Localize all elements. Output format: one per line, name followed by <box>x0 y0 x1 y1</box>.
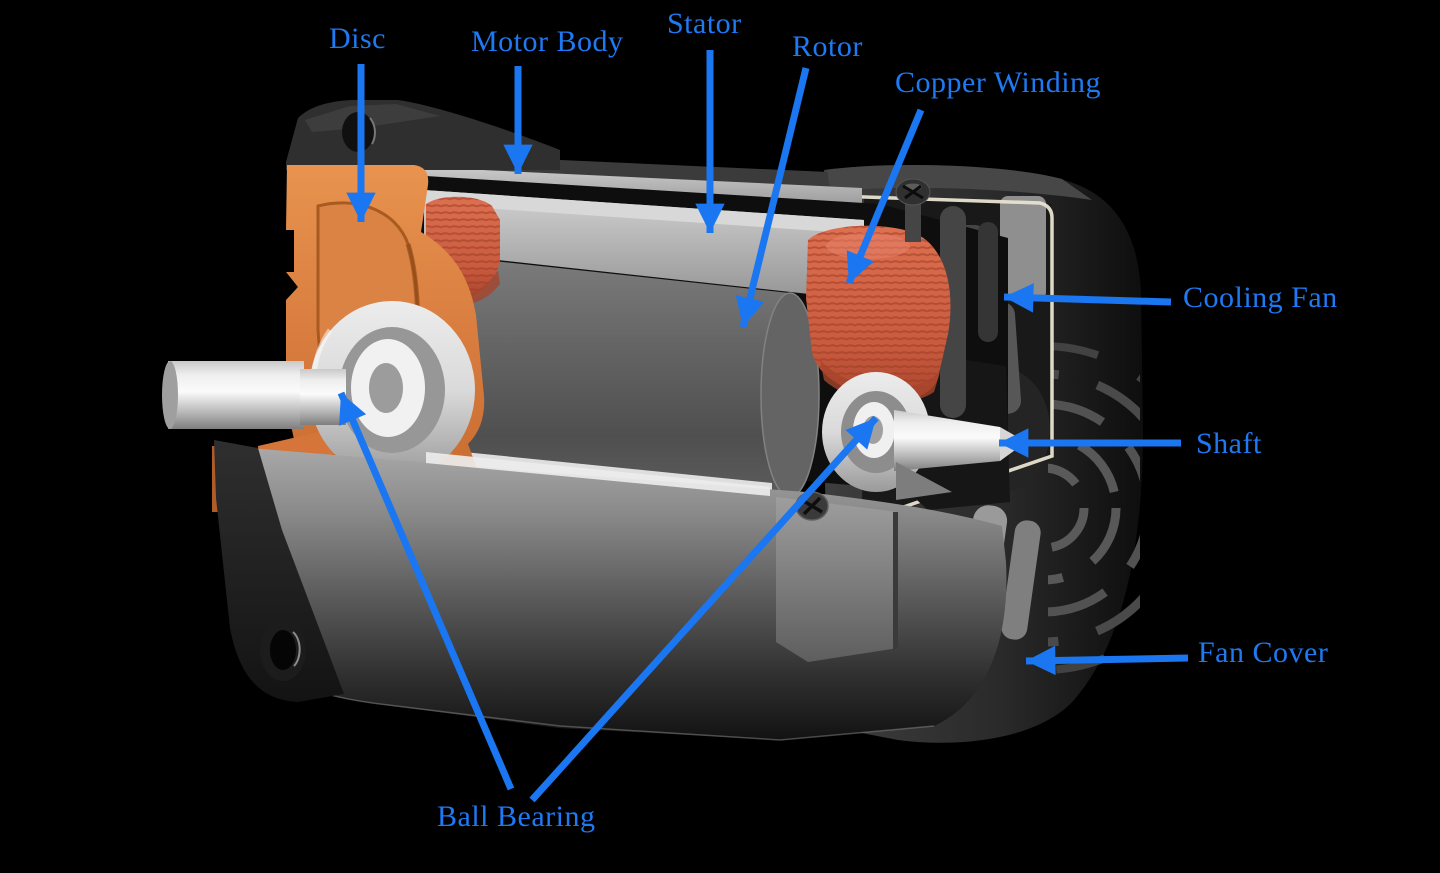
annotation-arrows <box>337 50 1189 803</box>
cooling-fan-arrow <box>1003 283 1172 313</box>
fan-cover-cut-edge <box>835 194 1054 524</box>
mount-foot <box>214 440 344 702</box>
label-ball-bearing: Ball Bearing <box>437 800 596 833</box>
fan-cover-arrow <box>1025 645 1189 676</box>
ball-bearing-arrow-right <box>529 415 879 803</box>
label-copper-winding: Copper Winding <box>895 66 1102 99</box>
rotor-part <box>448 256 820 498</box>
label-motor-body: Motor Body <box>471 25 624 58</box>
label-disc: Disc <box>329 22 386 55</box>
label-shaft: Shaft <box>1196 427 1262 460</box>
foot-hole <box>270 630 296 670</box>
label-cooling-fan: Cooling Fan <box>1183 281 1338 314</box>
rear-rib <box>940 206 966 418</box>
rear-endbell-lower <box>776 497 898 662</box>
shaft-rear-stub <box>894 410 1026 500</box>
label-fan-cover: Fan Cover <box>1198 636 1329 669</box>
label-stator: Stator <box>667 7 742 40</box>
fan-vane <box>1001 520 1041 640</box>
screw-top <box>895 178 931 242</box>
label-rotor: Rotor <box>792 30 863 63</box>
shaft-front <box>162 361 346 429</box>
rear-rib <box>978 222 998 342</box>
copper-winding-arrow <box>845 108 925 285</box>
rotor-arrow <box>735 67 810 328</box>
fan-cover-vents <box>1048 342 1140 674</box>
ball-bearing-arrow-left <box>337 391 515 791</box>
fan-vane <box>1000 196 1046 300</box>
copper-winding-rear <box>806 225 951 403</box>
